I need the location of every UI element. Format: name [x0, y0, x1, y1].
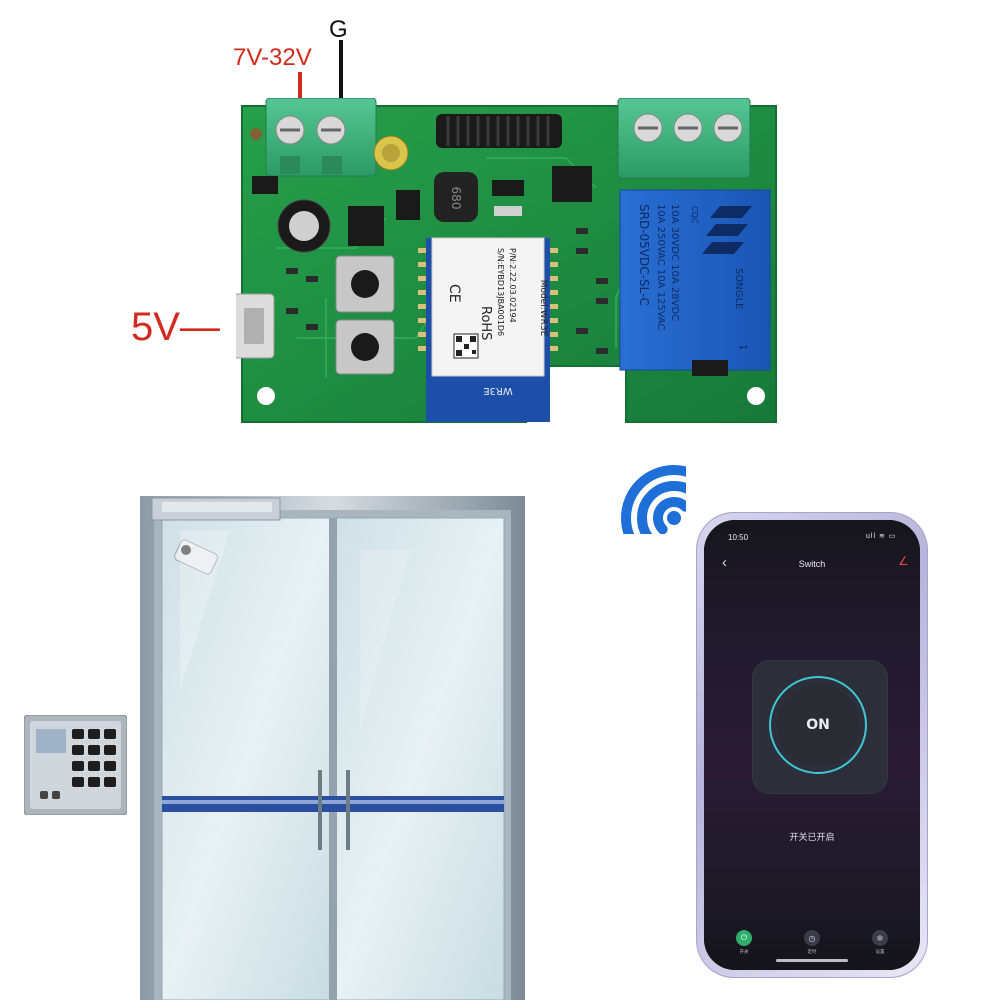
antenna-label: WR3E [483, 385, 513, 396]
tab-switch[interactable]: ⏻ 开关 [724, 930, 764, 955]
relay-cqc: CQC [690, 206, 699, 224]
module-sn: S/N:EYBD13JBA001D6 [496, 248, 505, 336]
security-camera-icon [174, 539, 218, 575]
card-reader-area [36, 729, 66, 753]
tab-label: 定时 [807, 950, 817, 955]
switch-state-label: ON [806, 717, 830, 733]
keypad-buttons [72, 729, 116, 787]
black-wire-indicator [339, 40, 343, 98]
usb-power-label: 5V— [131, 305, 220, 349]
tab-label: 开关 [739, 950, 749, 955]
magnetic-lock [151, 497, 281, 521]
door-handle [318, 770, 322, 850]
module-ce: CE [446, 284, 462, 303]
inductor-marking: 680 [449, 187, 463, 210]
relay-rating-1: 10A 250VAC 10A 125VAC [655, 204, 666, 331]
switch-status-text: 开关已开启 [789, 833, 835, 843]
red-wire-indicator [298, 72, 302, 98]
relay-pin-number: 1 [737, 344, 748, 350]
relay-screw-terminal [617, 98, 751, 179]
screen-title: Switch [798, 559, 826, 569]
input-voltage-label: 7V-32V [233, 44, 312, 71]
inductor [434, 172, 478, 222]
tab-timer[interactable]: ◷ 定时 [792, 930, 832, 955]
wifi-icon [621, 465, 686, 534]
home-indicator[interactable] [776, 959, 848, 962]
module-model: Model:WR3E [538, 280, 548, 337]
tactile-button [335, 319, 395, 375]
module-rohs: RoHS [478, 306, 493, 340]
edit-icon[interactable]: ∠ [898, 554, 909, 568]
relay-rating-2: 10A 30VDC 10A 28VDC [669, 204, 680, 321]
tab-label: 设置 [875, 950, 885, 955]
door-handle [346, 770, 350, 850]
ic-chip [552, 166, 592, 202]
settings-icon: ✲ [872, 930, 888, 946]
micro-usb-port [236, 293, 275, 359]
status-icons: ull ≋ ▭ [866, 533, 897, 540]
smartphone: 10:50 ull ≋ ▭ ‹ Switch ∠ ON 开关已开启 ⏻ 开关 ◷… [696, 512, 928, 978]
relay: SRD-05VDC-SL-C 10A 250VAC 10A 125VAC 10A… [619, 189, 771, 376]
power-icon: ⏻ [736, 930, 752, 946]
songle-logo-icon [702, 206, 752, 254]
relay-model: SRD-05VDC-SL-C [637, 204, 651, 306]
ic-chip [348, 206, 384, 246]
back-icon[interactable]: ‹ [722, 554, 727, 571]
switch-toggle-button[interactable]: ON [769, 676, 867, 774]
access-control-keypad [24, 715, 127, 815]
timer-icon: ◷ [804, 930, 820, 946]
relay-brand: SONGLE [733, 268, 744, 309]
qr-code [453, 333, 479, 359]
phone-screen: 10:50 ull ≋ ▭ ‹ Switch ∠ ON 开关已开启 ⏻ 开关 ◷… [704, 520, 920, 970]
relay-pcb-board: 680 Model:WR3E RoHS CE P/N:2.22.03.02194… [236, 98, 777, 423]
switch-card[interactable]: ON [752, 660, 888, 794]
glass-double-door [140, 496, 525, 1000]
status-time: 10:50 [728, 533, 749, 542]
mount-hole [257, 387, 275, 405]
antenna-coil [436, 114, 562, 148]
ground-label: G [329, 16, 348, 43]
module-pn: P/N:2.22.03.02194 [508, 248, 517, 323]
tactile-button [335, 255, 395, 313]
tab-settings[interactable]: ✲ 设置 [860, 930, 900, 955]
wifi-module: Model:WR3E RoHS CE P/N:2.22.03.02194 S/N… [418, 237, 558, 422]
mount-hole [747, 387, 765, 405]
input-screw-terminal [265, 98, 377, 177]
